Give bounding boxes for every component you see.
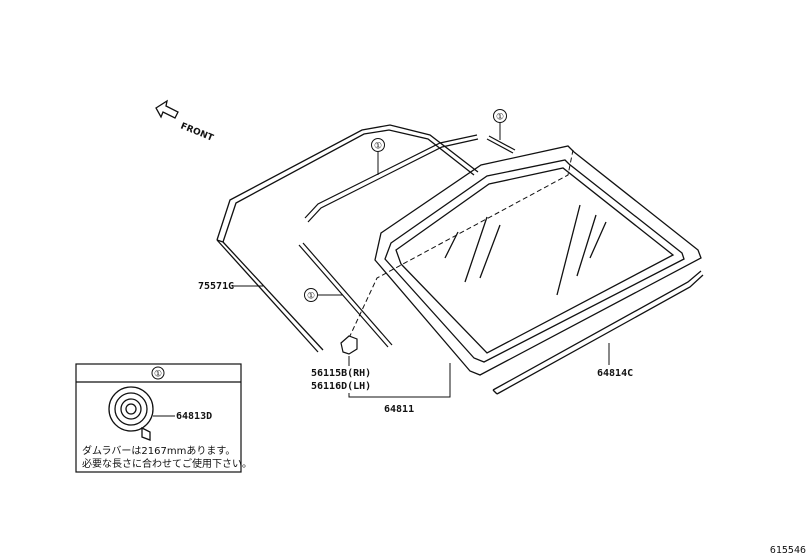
reference-number: 615546	[770, 545, 806, 556]
back-window-glass	[374, 145, 702, 376]
legend-note-line2: 必要な長さに合わせてご使用下さい。	[82, 457, 252, 470]
legend-note-line1: ダムラバーは2167mmあります。	[82, 444, 235, 457]
dam-rubber-coil-icon	[108, 386, 154, 441]
molding-64814c	[492, 270, 704, 395]
clip-56115b	[340, 335, 358, 355]
clip-leader-dashed	[348, 149, 574, 339]
label-56116d: 56116D(LH)	[311, 381, 371, 392]
front-arrow-icon	[155, 99, 179, 119]
svg-text:①: ①	[307, 292, 315, 302]
label-64814c: 64814C	[597, 368, 633, 379]
molding-strip-side	[298, 242, 393, 348]
legend-header: ①	[154, 370, 162, 380]
label-75571g: 75571G	[198, 281, 234, 292]
svg-text:①: ①	[374, 142, 382, 152]
callout-circle-side: ①	[304, 288, 343, 302]
callout-circle-top: ①	[493, 109, 507, 140]
label-64811: 64811	[384, 404, 414, 415]
molding-strip-top-short	[486, 135, 516, 154]
legend-box: ① 64813D ダムラバーは2167mmあります。 必要な長さに合わせてご使用…	[75, 363, 252, 473]
label-64813d: 64813D	[176, 411, 212, 422]
molding-strip-upper	[304, 134, 479, 223]
svg-text:①: ①	[496, 113, 504, 123]
label-56115b: 56115B(RH)	[311, 368, 371, 379]
front-label: FRONT	[179, 122, 215, 144]
callout-circle-upper: ①	[371, 138, 385, 175]
